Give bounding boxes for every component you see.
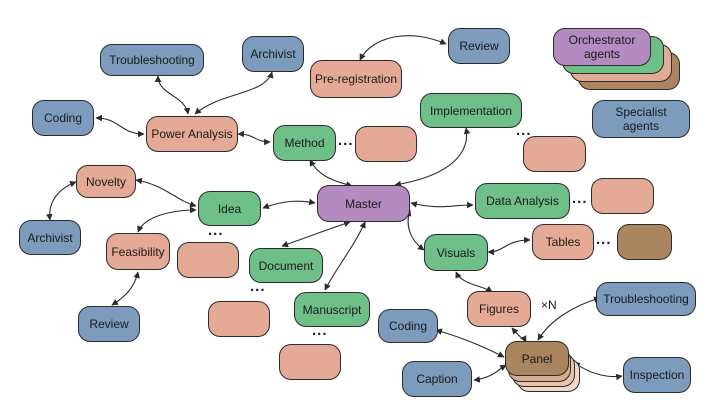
node-troubleshooting-top: Troubleshooting [100, 44, 204, 76]
node-panel: Panel [505, 341, 569, 376]
node-coding-left: Coding [32, 100, 94, 136]
ellipsis-data-analysis: ... [572, 190, 588, 207]
node-coding-bottom: Coding [378, 309, 438, 343]
node-tables-placeholder [617, 224, 672, 260]
edge-feasibility-idea [137, 206, 197, 233]
edge-figures-panel [511, 327, 527, 343]
node-idea: Idea [198, 191, 261, 226]
node-review-bottom: Review [78, 306, 140, 342]
legend-specialist-agents: Specialist agents [592, 100, 690, 138]
edge-master-manuscript [324, 221, 366, 291]
edge-master-document [281, 220, 351, 248]
edge-coding-panel [435, 328, 505, 358]
edge-novelty-archivist [45, 181, 77, 221]
ellipsis-idea: ... [208, 222, 224, 239]
multiplier-label: ×N [541, 298, 557, 312]
edge-idea-master [262, 198, 316, 210]
ellipsis-tables: ... [596, 231, 612, 248]
edge-power-method [237, 130, 271, 146]
ellipsis-implementation: ... [516, 122, 532, 139]
node-master: Master [317, 185, 410, 222]
node-tables: Tables [532, 224, 594, 260]
ellipsis-method: ... [338, 132, 354, 149]
node-feasibility: Feasibility [106, 233, 170, 270]
edge-panel-inspection [573, 361, 623, 381]
edge-coding-power [95, 114, 145, 138]
edge-master-visuals [404, 209, 425, 251]
node-method-placeholder [355, 126, 417, 162]
node-review-top: Review [448, 28, 510, 64]
node-document: Document [249, 248, 323, 283]
edge-feasibility-review [111, 271, 140, 306]
node-implementation-placeholder [523, 136, 586, 172]
node-power-analysis: Power Analysis [146, 116, 238, 152]
edge-archivist-power [194, 71, 274, 115]
node-document-placeholder [208, 301, 270, 337]
legend-orchestrator-agents: Orchestrator agents [553, 28, 651, 66]
edge-visuals-figures [455, 271, 493, 293]
node-manuscript-placeholder [279, 344, 341, 380]
node-visuals: Visuals [424, 234, 488, 271]
node-caption: Caption [402, 361, 472, 397]
node-archivist-left: Archivist [19, 220, 81, 255]
edge-troubleshooting-power [154, 75, 191, 115]
node-implementation: Implementation [420, 93, 522, 128]
edge-visuals-tables [487, 236, 531, 256]
node-idea-placeholder [177, 242, 239, 278]
edge-review-prereg [359, 35, 447, 61]
node-novelty: Novelty [76, 165, 136, 198]
edge-caption-panel [473, 364, 507, 383]
node-figures: Figures [467, 291, 531, 327]
node-archivist-top: Archivist [242, 36, 304, 72]
ellipsis-document: ... [250, 278, 266, 295]
node-manuscript: Manuscript [294, 292, 370, 327]
node-data-analysis-placeholder [591, 178, 654, 214]
ellipsis-manuscript: ... [312, 322, 328, 339]
edge-novelty-idea [135, 177, 197, 208]
node-inspection: Inspection [623, 357, 691, 393]
edge-method-master [309, 159, 353, 188]
edge-troubleshooting-panel [537, 296, 601, 341]
node-pre-registration: Pre-registration [310, 60, 402, 98]
edge-master-implementation [394, 127, 471, 188]
node-troubleshooting-right: Troubleshooting [596, 282, 696, 316]
edge-master-data-analysis [410, 201, 474, 209]
node-data-analysis: Data Analysis [475, 183, 570, 219]
node-method: Method [273, 125, 336, 161]
